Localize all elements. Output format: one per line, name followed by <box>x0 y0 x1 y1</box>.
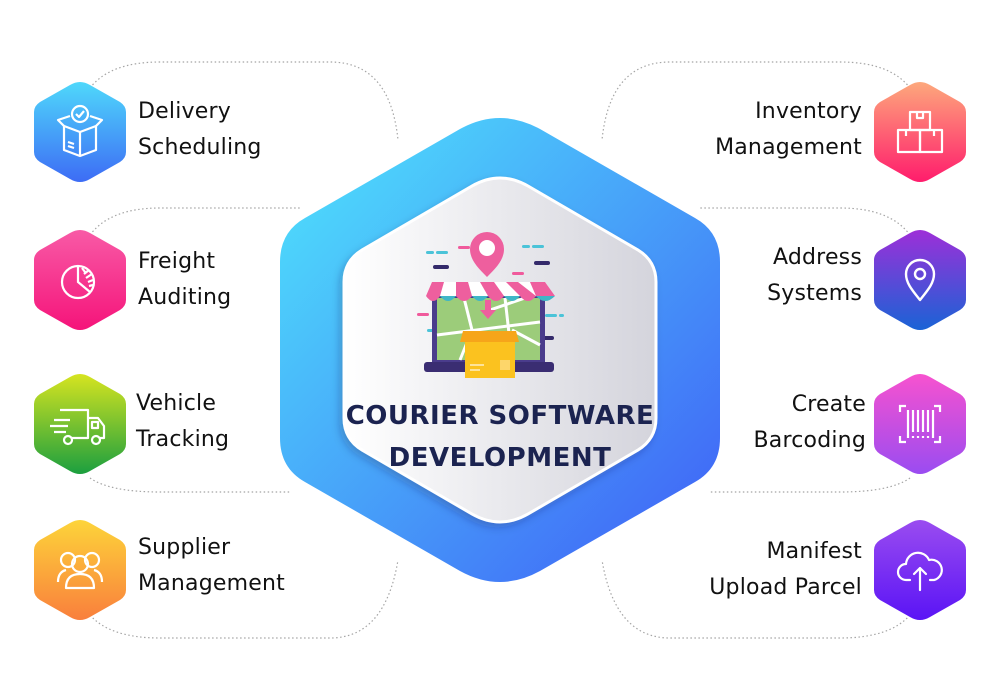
freight-auditing-badge <box>34 230 126 330</box>
feature-label-line-1: Supplier <box>138 535 231 560</box>
user-group-icon <box>56 551 104 590</box>
barcode-scan-icon <box>898 404 942 444</box>
feature-label-line-1: Create <box>791 392 866 417</box>
vehicle-tracking-badge <box>34 374 126 474</box>
center-title-line-2: DEVELOPMENT <box>388 443 612 473</box>
feature-label-line-1: Vehicle <box>136 391 217 416</box>
inventory-management-badge <box>874 82 966 182</box>
delivery-scheduling-badge <box>34 82 126 182</box>
delivery-truck-icon <box>50 408 106 446</box>
feature-delivery-scheduling: Delivery Scheduling <box>138 94 262 166</box>
feature-supplier-management: Supplier Management <box>138 530 285 602</box>
feature-label-line-1: Manifest <box>766 539 862 564</box>
parcel-box-icon <box>460 331 519 378</box>
center-title: COURIER SOFTWARE DEVELOPMENT <box>330 395 670 479</box>
feature-manifest-upload-parcel: Manifest Upload Parcel <box>709 534 862 606</box>
create-barcoding-badge <box>874 374 966 474</box>
feature-label-line-1: Freight <box>138 249 216 274</box>
stacked-boxes-icon <box>896 110 944 154</box>
center-title-line-1: COURIER SOFTWARE <box>345 401 655 431</box>
feature-label-line-2: Management <box>138 571 285 596</box>
feature-vehicle-tracking: Vehicle Tracking <box>136 386 229 458</box>
feature-create-barcoding: Create Barcoding <box>754 387 866 459</box>
address-systems-badge <box>874 230 966 330</box>
map-pin-icon <box>470 232 504 277</box>
feature-label-line-1: Inventory <box>755 99 862 124</box>
feature-label-line-2: Upload Parcel <box>709 575 862 600</box>
open-box-check-icon <box>56 104 104 158</box>
manifest-upload-parcel-badge <box>874 520 966 620</box>
feature-label-line-2: Barcoding <box>753 428 866 453</box>
feature-label-line-1: Delivery <box>138 99 231 124</box>
pie-chart-icon <box>60 264 96 300</box>
feature-label-line-2: Systems <box>767 281 862 306</box>
feature-freight-auditing: Freight Auditing <box>138 244 231 316</box>
feature-label-line-1: Address <box>772 245 862 270</box>
supplier-management-badge <box>34 520 126 620</box>
awning <box>426 282 555 301</box>
feature-address-systems: Address Systems <box>767 240 862 312</box>
feature-label-line-2: Auditing <box>138 285 232 310</box>
feature-label-line-2: Management <box>715 135 862 160</box>
feature-label-line-2: Scheduling <box>138 135 262 160</box>
cloud-upload-icon <box>896 551 943 592</box>
feature-inventory-management: Inventory Management <box>715 94 862 166</box>
feature-label-line-2: Tracking <box>136 427 230 452</box>
location-pin-icon <box>904 258 936 302</box>
